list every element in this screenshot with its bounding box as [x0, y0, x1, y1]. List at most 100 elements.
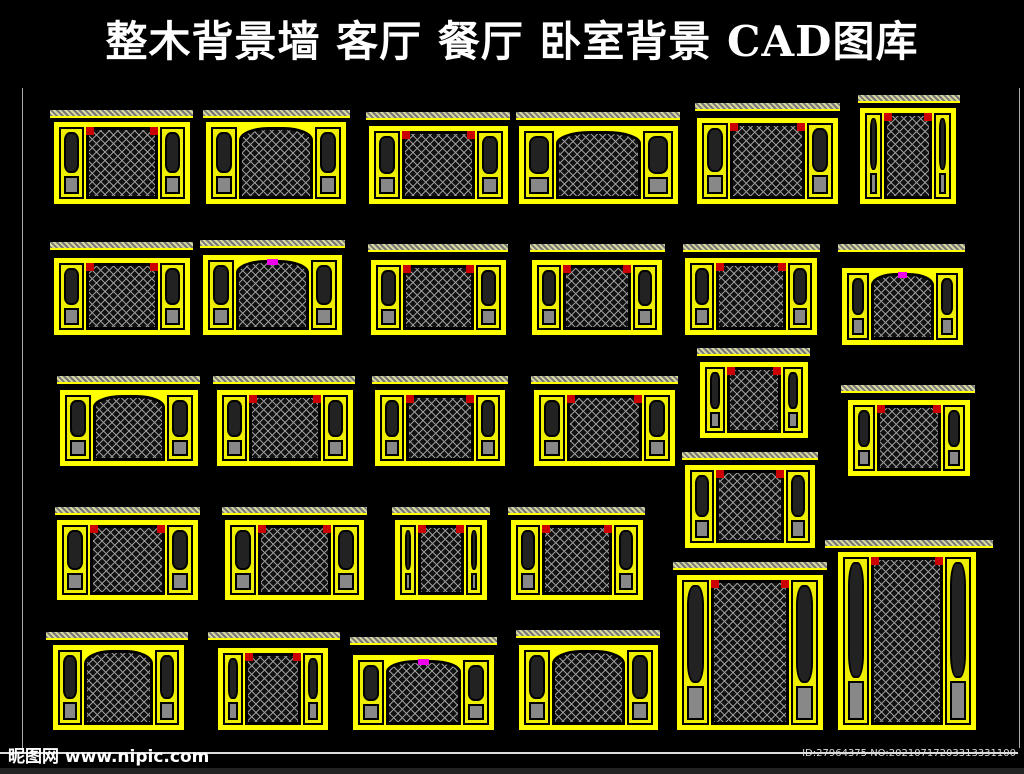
side-oval-inset [228, 658, 238, 700]
lattice-center-panel [542, 525, 612, 595]
side-panel [682, 580, 710, 725]
side-panel [847, 273, 870, 340]
corner-ornament [418, 525, 427, 533]
side-oval-inset [695, 475, 709, 518]
side-panel [159, 127, 185, 199]
side-oval-inset [788, 372, 798, 409]
corner-ornament [780, 580, 789, 588]
side-panel [613, 525, 638, 595]
side-oval-inset [63, 655, 78, 699]
side-base-box [792, 308, 807, 325]
side-oval-inset [171, 530, 188, 570]
corner-ornament [293, 653, 301, 661]
lattice-center-panel [418, 525, 464, 595]
side-base-box [385, 439, 399, 456]
cornice-molding [697, 348, 810, 356]
cornice-molding [516, 630, 660, 638]
cornice-molding [841, 385, 975, 393]
cornice-molding [366, 112, 510, 120]
side-panel [865, 113, 883, 199]
corner-ornament [932, 405, 941, 413]
side-base-box [316, 307, 332, 325]
side-base-box [791, 520, 805, 538]
side-panel [400, 525, 417, 595]
side-panel [524, 650, 550, 725]
side-oval-inset [848, 562, 864, 679]
corner-ornament [623, 265, 631, 273]
side-panel [806, 123, 833, 199]
lattice-center-panel [239, 127, 313, 199]
side-base-box [228, 702, 238, 720]
corner-ornament [711, 580, 720, 588]
corner-ornament [603, 525, 612, 533]
side-base-box [695, 308, 710, 325]
side-base-box [848, 681, 864, 720]
lattice-center-panel [563, 265, 631, 330]
side-oval-inset [308, 658, 318, 700]
side-panel [315, 127, 341, 199]
side-base-box [544, 439, 561, 456]
lattice-center-panel [245, 653, 301, 725]
side-panel [643, 131, 673, 199]
lattice-center-panel [567, 395, 642, 461]
side-panel [462, 660, 489, 725]
side-panel [166, 525, 193, 595]
side-panel [516, 525, 541, 595]
side-oval-inset [695, 268, 710, 306]
cornice-molding [46, 632, 188, 640]
bottom-strip [0, 768, 1024, 774]
side-oval-inset [320, 132, 336, 174]
side-panel [380, 395, 404, 461]
side-panel [322, 395, 348, 461]
side-base-box [63, 701, 78, 720]
side-base-box [695, 520, 709, 538]
lattice-center-panel [884, 113, 932, 199]
cornice-molding [372, 376, 508, 384]
side-panel [62, 525, 89, 595]
wall-panel-elevation [685, 465, 815, 548]
lattice-center-panel [551, 650, 626, 725]
watermark-id: ID:27964375 NO:20210717203313331100 [802, 748, 1016, 759]
side-oval-inset [363, 665, 380, 701]
side-panel [643, 395, 670, 461]
side-oval-inset [618, 530, 633, 570]
side-oval-inset [638, 270, 652, 306]
side-base-box [481, 308, 496, 325]
side-oval-inset [648, 400, 665, 437]
side-base-box [64, 176, 80, 194]
corner-ornament [563, 265, 571, 273]
wall-panel-elevation [54, 258, 190, 335]
side-base-box [947, 449, 960, 466]
side-base-box [64, 308, 80, 325]
side-panel [783, 367, 803, 433]
arch-keystone-ornament [267, 259, 278, 265]
side-base-box [482, 177, 498, 194]
side-base-box [795, 686, 813, 720]
side-panel [59, 263, 85, 330]
corner-ornament [923, 113, 932, 121]
wall-panel-elevation [838, 552, 976, 730]
side-panel [935, 273, 958, 340]
cornice-molding [50, 242, 193, 250]
side-base-box [171, 572, 188, 590]
side-panel [702, 123, 729, 199]
side-panel [223, 653, 243, 725]
side-base-box [529, 177, 549, 194]
side-panel [167, 395, 193, 461]
side-oval-inset [521, 530, 536, 570]
corner-ornament [884, 113, 893, 121]
wall-panel-elevation [685, 258, 817, 335]
lattice-center-panel [877, 405, 941, 471]
cornice-molding [213, 376, 355, 384]
side-oval-inset [213, 265, 229, 305]
lattice-center-panel [401, 131, 476, 199]
side-oval-inset [64, 132, 80, 174]
corner-ornament [773, 367, 782, 375]
side-base-box [405, 572, 412, 590]
side-panel [376, 265, 401, 330]
corner-ornament [796, 123, 805, 131]
side-base-box [363, 703, 380, 720]
lattice-center-panel [84, 650, 153, 725]
corner-ornament [467, 131, 476, 139]
side-base-box [707, 175, 724, 194]
